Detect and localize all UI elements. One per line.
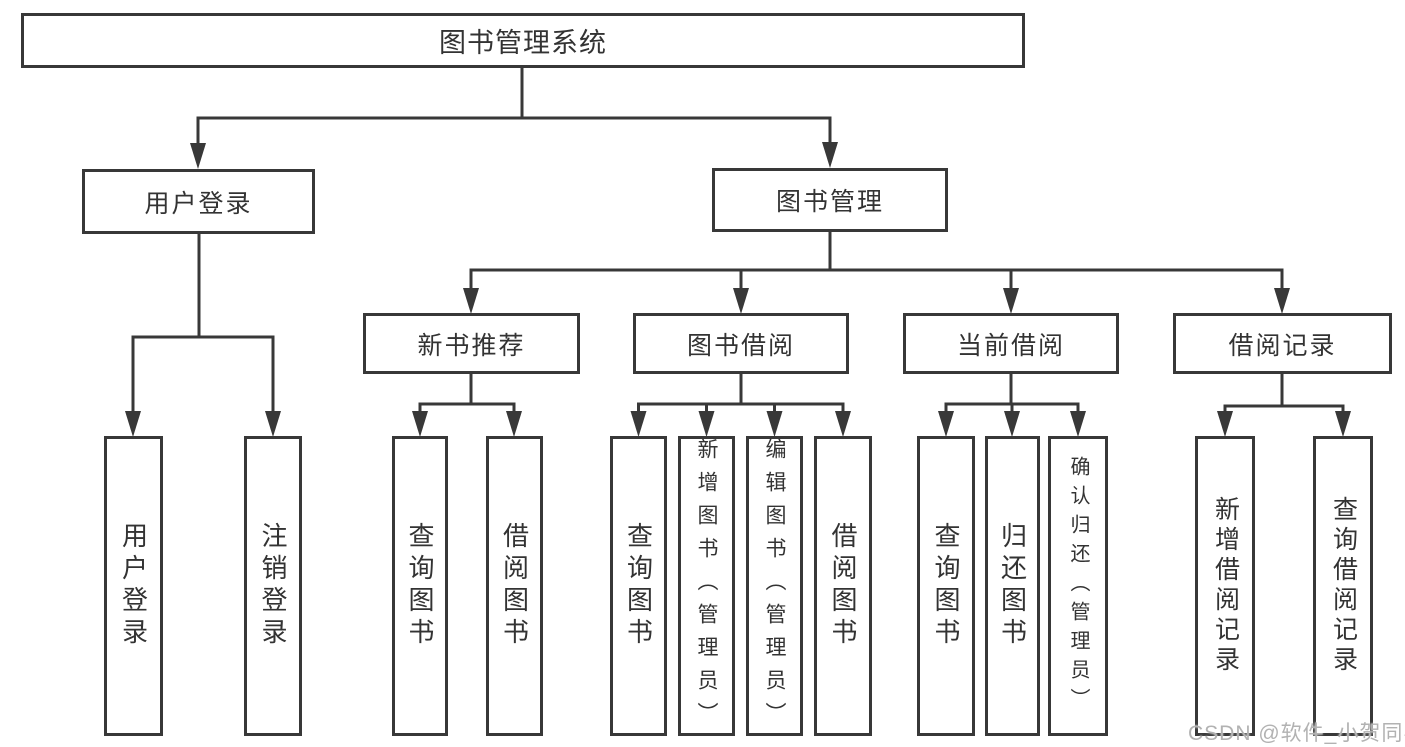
node-book-borrow: 图书借阅: [633, 313, 849, 374]
leaf-query-borrow-record: 查询借阅记录: [1313, 436, 1373, 736]
leaf-query-book: 查询图书: [917, 436, 975, 736]
node-user-login: 用户登录: [82, 169, 315, 234]
leaf-query-borrow-record-label: 查询借阅记录: [1329, 496, 1358, 676]
leaf-borrow-book-label: 借阅图书: [499, 522, 530, 650]
node-new-book-recommend: 新书推荐: [363, 313, 580, 374]
node-book-management-label: 图书管理: [775, 188, 884, 216]
node-system-root-label: 图书管理系统: [439, 28, 607, 58]
leaf-user-login-label: 用户登录: [118, 522, 149, 650]
leaf-add-book-admin: 新增图书（管理员）: [678, 436, 735, 736]
watermark: CSDN @软件_小贺同学: [1188, 722, 1405, 745]
leaf-borrow-book: 借阅图书: [486, 436, 543, 736]
leaf-add-borrow-record: 新增借阅记录: [1195, 436, 1255, 736]
node-borrow-records-label: 借阅记录: [1228, 331, 1337, 360]
leaf-return-book-label: 归还图书: [997, 522, 1028, 650]
node-new-book-recommend-label: 新书推荐: [417, 331, 526, 360]
node-current-borrow-label: 当前借阅: [956, 331, 1065, 360]
leaf-logout-label: 注销登录: [258, 522, 288, 650]
leaf-edit-book-admin: 编辑图书（管理员）: [746, 436, 803, 736]
leaf-borrow-book-label: 借阅图书: [828, 522, 858, 650]
leaf-query-book-label: 查询图书: [405, 522, 435, 650]
node-current-borrow: 当前借阅: [903, 313, 1119, 374]
leaf-return-book: 归还图书: [985, 436, 1040, 736]
leaf-query-book: 查询图书: [392, 436, 448, 736]
leaf-query-book-label: 查询图书: [623, 522, 654, 650]
leaf-confirm-return-admin: 确认归还（管理员）: [1048, 436, 1108, 736]
node-book-borrow-label: 图书借阅: [686, 331, 795, 360]
leaf-query-book-label: 查询图书: [931, 522, 961, 650]
leaf-logout: 注销登录: [244, 436, 302, 736]
leaf-add-borrow-record-label: 新增借阅记录: [1211, 496, 1240, 676]
node-borrow-records: 借阅记录: [1173, 313, 1392, 374]
node-user-login-label: 用户登录: [144, 189, 253, 218]
leaf-confirm-return-admin-label: 确认归还（管理员）: [1067, 455, 1089, 717]
arrowheads: [125, 142, 1351, 437]
leaf-add-book-admin-label: 新增图书（管理员）: [695, 437, 718, 735]
leaf-query-book: 查询图书: [610, 436, 667, 736]
node-book-management: 图书管理: [712, 168, 948, 232]
leaf-edit-book-admin-label: 编辑图书（管理员）: [763, 437, 786, 735]
leaf-user-login: 用户登录: [104, 436, 163, 736]
leaf-borrow-book: 借阅图书: [814, 436, 872, 736]
node-system-root: 图书管理系统: [21, 13, 1025, 68]
